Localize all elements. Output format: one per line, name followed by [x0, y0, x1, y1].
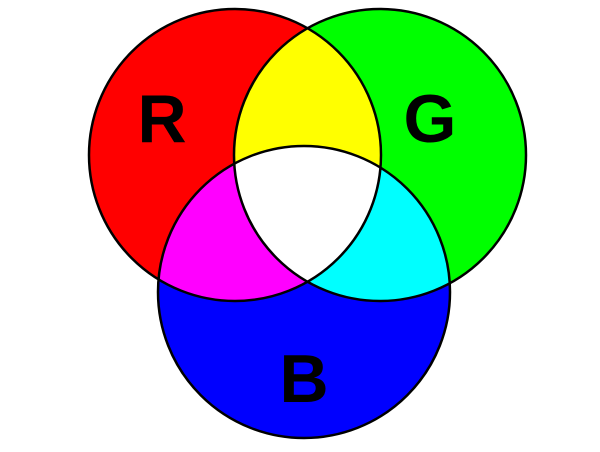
green-circle-outline [232, 7, 528, 303]
green-label: G [404, 81, 457, 157]
red-circle-outline [87, 7, 383, 303]
circle-outlines [87, 7, 528, 440]
blue-circle-outline [156, 144, 452, 440]
red-label: R [137, 81, 186, 157]
blue-label: B [279, 341, 328, 417]
